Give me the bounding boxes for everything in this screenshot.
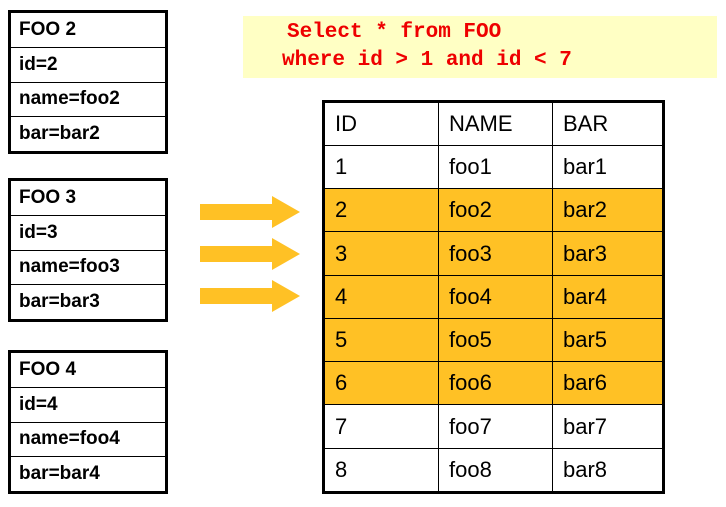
cell-id: 5: [323, 317, 439, 363]
cell-name: foo3: [438, 231, 553, 276]
record-field-id: id=3: [11, 216, 165, 251]
record-box-foo4: FOO 4 id=4 name=foo4 bar=bar4: [8, 350, 168, 494]
cell-bar: bar8: [552, 447, 664, 494]
record-field-name: name=foo3: [11, 251, 165, 286]
cell-id: 4: [323, 274, 439, 319]
record-box-foo2: FOO 2 id=2 name=foo2 bar=bar2: [8, 10, 168, 154]
sql-query-banner: Select * from FOO where id > 1 and id < …: [243, 16, 717, 78]
table-row: 1 foo1 bar1: [323, 144, 664, 190]
table-header-row: ID NAME BAR: [323, 101, 664, 146]
cell-id: 1: [323, 144, 439, 190]
cell-bar: bar1: [552, 144, 664, 190]
cell-name: foo8: [438, 447, 553, 494]
cell-bar: bar5: [552, 317, 664, 363]
table-row: 2 foo2 bar2: [323, 188, 664, 233]
record-box-title: FOO 3: [11, 181, 165, 216]
cell-name: foo2: [438, 188, 553, 233]
record-field-id: id=2: [11, 48, 165, 83]
cell-bar: bar3: [552, 231, 664, 276]
sql-query-line-1: Select * from FOO: [287, 21, 502, 44]
cell-id: 6: [323, 361, 439, 406]
cell-name: foo1: [438, 144, 553, 190]
column-header-id: ID: [323, 101, 439, 146]
cell-id: 8: [323, 447, 439, 494]
table-row: 4 foo4 bar4: [323, 274, 664, 319]
table-row: 3 foo3 bar3: [323, 231, 664, 276]
cell-name: foo6: [438, 361, 553, 406]
record-box-title: FOO 2: [11, 13, 165, 48]
cell-id: 3: [323, 231, 439, 276]
result-table: ID NAME BAR 1 foo1 bar1 2 foo2 bar2 3 fo…: [322, 100, 665, 494]
record-field-id: id=4: [11, 388, 165, 423]
column-header-name: NAME: [438, 101, 553, 146]
cell-name: foo5: [438, 317, 553, 363]
record-box-foo3: FOO 3 id=3 name=foo3 bar=bar3: [8, 178, 168, 322]
cell-bar: bar2: [552, 188, 664, 233]
table-row: 6 foo6 bar6: [323, 361, 664, 406]
table-row: 7 foo7 bar7: [323, 404, 664, 449]
cell-name: foo4: [438, 274, 553, 319]
right-arrow-icon: [200, 238, 300, 270]
cell-bar: bar7: [552, 404, 664, 449]
record-box-title: FOO 4: [11, 353, 165, 388]
record-field-name: name=foo4: [11, 423, 165, 458]
table-row: 5 foo5 bar5: [323, 317, 664, 363]
column-header-bar: BAR: [552, 101, 664, 146]
record-field-bar: bar=bar3: [19, 291, 100, 313]
record-field-bar: bar=bar4: [19, 463, 100, 485]
right-arrow-icon: [200, 280, 300, 312]
record-field-bar: bar=bar2: [19, 123, 100, 145]
cell-id: 7: [323, 404, 439, 449]
cell-name: foo7: [438, 404, 553, 449]
cell-bar: bar6: [552, 361, 664, 406]
sql-query-line-2: where id > 1 and id < 7: [282, 49, 572, 72]
record-field-name: name=foo2: [11, 83, 165, 118]
cell-bar: bar4: [552, 274, 664, 319]
table-row: 8 foo8 bar8: [323, 447, 664, 494]
right-arrow-icon: [200, 196, 300, 228]
cell-id: 2: [323, 188, 439, 233]
